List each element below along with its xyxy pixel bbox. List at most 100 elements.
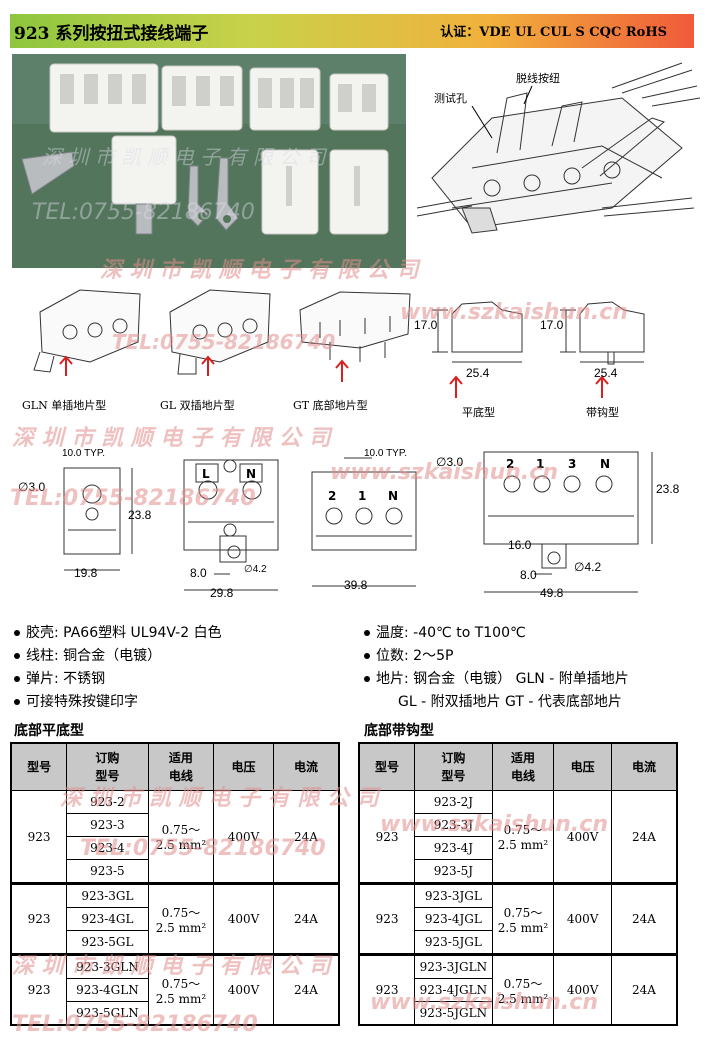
cell-order: 923-5J	[414, 859, 493, 884]
spec-housing: 胶壳: PA66塑料 UL94V-2 白色	[14, 622, 222, 642]
table-row: 923 923-3JGLN 0.75～2.5 mm² 400V 24A	[358, 953, 678, 1026]
tab-hole-2: ∅4.2	[574, 560, 602, 574]
table-flat-header: 型号 订购型号 适用电线 电压 电流	[10, 742, 340, 791]
type-gt-label: GT 底部地片型	[293, 397, 368, 413]
cell-model: 923	[10, 882, 68, 955]
table-hook-header: 型号 订购型号 适用电线 电压 电流	[358, 742, 678, 791]
table-hook-title: 底部带钩型	[364, 723, 434, 739]
tab-width-2: 8.0	[520, 568, 537, 582]
table-row: 923 923-2 0.75～2.5 mm² 400V 24A	[10, 790, 340, 884]
cell-model: 923	[358, 790, 416, 884]
spec-spring-text: 弹片: 不锈钢	[26, 671, 106, 687]
pitch-1-typ: TYP.	[84, 448, 106, 459]
cell-wire-1: 0.75～	[503, 976, 543, 991]
table-row: 923-5	[11, 859, 339, 884]
product-photo-drawing: 深 圳 市 凯 顺 电 子 有 限 公 司 TEL:0755-82186740	[12, 54, 406, 268]
spec-terminal-text: 线柱: 铜合金（电镀）	[26, 648, 162, 664]
table-flat: 型号 订购型号 适用电线 电压 电流 923 923-2 0.75～2.5 mm…	[10, 742, 340, 1026]
cell-wire-2: 2.5 mm²	[155, 838, 207, 852]
th-order-2: 型号	[95, 769, 120, 783]
type-gt-code: GT	[293, 399, 310, 412]
cell-current: 24A	[272, 953, 340, 1026]
cell-current: 24A	[610, 790, 678, 884]
side-views-diagram	[432, 301, 645, 398]
side-flat-height: 17.0	[414, 318, 438, 332]
cell-order: 923-5JGLN	[414, 1001, 493, 1026]
tab-hole-1: ∅4.2	[244, 564, 267, 575]
type-variants-diagram	[33, 289, 411, 382]
cell-order: 923-4	[66, 836, 149, 860]
spec-positions: 位数: 2～5P	[364, 645, 453, 665]
certification-text: 认证：VDE UL CUL S CQC RoHS	[440, 25, 667, 40]
cell-order: 923-2	[66, 790, 149, 814]
cell-order: 923-4J	[414, 836, 493, 860]
spec-housing-text: 胶壳: PA66塑料 UL94V-2 白色	[26, 625, 222, 641]
tab-length: 16.0	[508, 538, 532, 552]
cell-wire: 0.75～2.5 mm²	[147, 790, 215, 884]
pitch-1-label: 10.0 TYP.	[62, 448, 105, 459]
cell-voltage: 400V	[553, 953, 612, 1026]
table-row: 923-5JGLN	[359, 1001, 677, 1026]
cell-voltage: 400V	[213, 953, 274, 1026]
header-bar	[10, 14, 694, 48]
cell-order: 923-4JGLN	[414, 978, 493, 1002]
pin-2p-l: L	[202, 467, 210, 481]
pin-4p-n: N	[600, 457, 610, 471]
type-gl-code: GL	[160, 399, 177, 412]
table-row: 923-5GLN	[11, 1001, 339, 1026]
pin-3p-1: 1	[358, 489, 366, 503]
width-5p: 49.8	[540, 586, 564, 600]
th-voltage: 电压	[213, 742, 274, 791]
cell-order: 923-5GLN	[66, 1001, 149, 1026]
cell-wire-1: 0.75～	[161, 905, 201, 920]
cell-wire-2: 2.5 mm²	[155, 991, 207, 1006]
product-photo: 深 圳 市 凯 顺 电 子 有 限 公 司 TEL:0755-82186740	[12, 54, 406, 268]
cell-order: 923-4GL	[66, 907, 149, 931]
cell-wire-1: 0.75～	[161, 976, 201, 991]
pitch-2-typ: TYP.	[386, 448, 408, 459]
cell-wire: 0.75～2.5 mm²	[147, 953, 215, 1026]
cell-wire-1: 0.75～	[503, 905, 543, 920]
cell-order: 923-5	[66, 859, 149, 884]
cell-voltage: 400V	[553, 882, 612, 955]
height-1: 23.8	[128, 508, 152, 522]
cell-model: 923	[10, 790, 68, 884]
photo-watermark-company: 深 圳 市 凯 顺 电 子 有 限 公 司	[42, 145, 328, 169]
th-model: 型号	[358, 742, 416, 791]
cell-voltage: 400V	[213, 882, 274, 955]
table-flat-title: 底部平底型	[14, 723, 84, 739]
pitch-2-value: 10.0	[364, 448, 384, 459]
cell-order: 923-3GL	[66, 882, 149, 908]
table-hook: 型号 订购型号 适用电线 电压 电流 923 923-2J 0.75～2.5 m…	[358, 742, 678, 1026]
cell-wire-2: 2.5 mm²	[155, 920, 207, 935]
callout-test-hole: 测试孔	[434, 92, 467, 105]
cell-current: 24A	[272, 790, 340, 884]
type-gln-desc: 单插地片型	[51, 399, 107, 412]
type-gl-label: GL 双插地片型	[160, 397, 235, 413]
cell-order: 923-3	[66, 813, 149, 837]
width-3p: 29.8	[210, 586, 234, 600]
spec-print-text: 可接特殊按键印字	[26, 694, 138, 710]
th-wire-1: 适用	[168, 751, 193, 765]
spec-ground-cont: GL - 附双插地片 GT - 代表底部地片	[398, 694, 622, 710]
cell-order: 923-5JGL	[414, 930, 493, 955]
table-row: 923 923-2J 0.75～2.5 mm² 400V 24A	[358, 790, 678, 884]
cell-order: 923-2J	[414, 790, 493, 814]
table-row: 923-4JGLN	[359, 978, 677, 1002]
spec-positions-text: 位数: 2～5P	[376, 648, 454, 664]
table-row: 923-4	[11, 836, 339, 860]
height-2: 23.8	[656, 482, 680, 496]
table-row: 923-5JGL	[359, 930, 677, 955]
th-wire: 适用电线	[147, 742, 215, 791]
pitch-1-value: 10.0	[62, 448, 82, 459]
pin-4p-3: 3	[568, 457, 576, 471]
cell-wire: 0.75～2.5 mm²	[147, 882, 215, 955]
th-order-1: 订购	[95, 751, 120, 765]
th-wire: 适用电线	[491, 742, 555, 791]
cell-wire-1: 0.75～	[161, 823, 201, 837]
cell-wire-2: 2.5 mm²	[497, 991, 549, 1006]
th-current: 电流	[272, 742, 340, 791]
cell-current: 24A	[272, 882, 340, 955]
side-flat-width: 25.4	[466, 366, 490, 380]
pin-3p-n: N	[388, 489, 398, 503]
